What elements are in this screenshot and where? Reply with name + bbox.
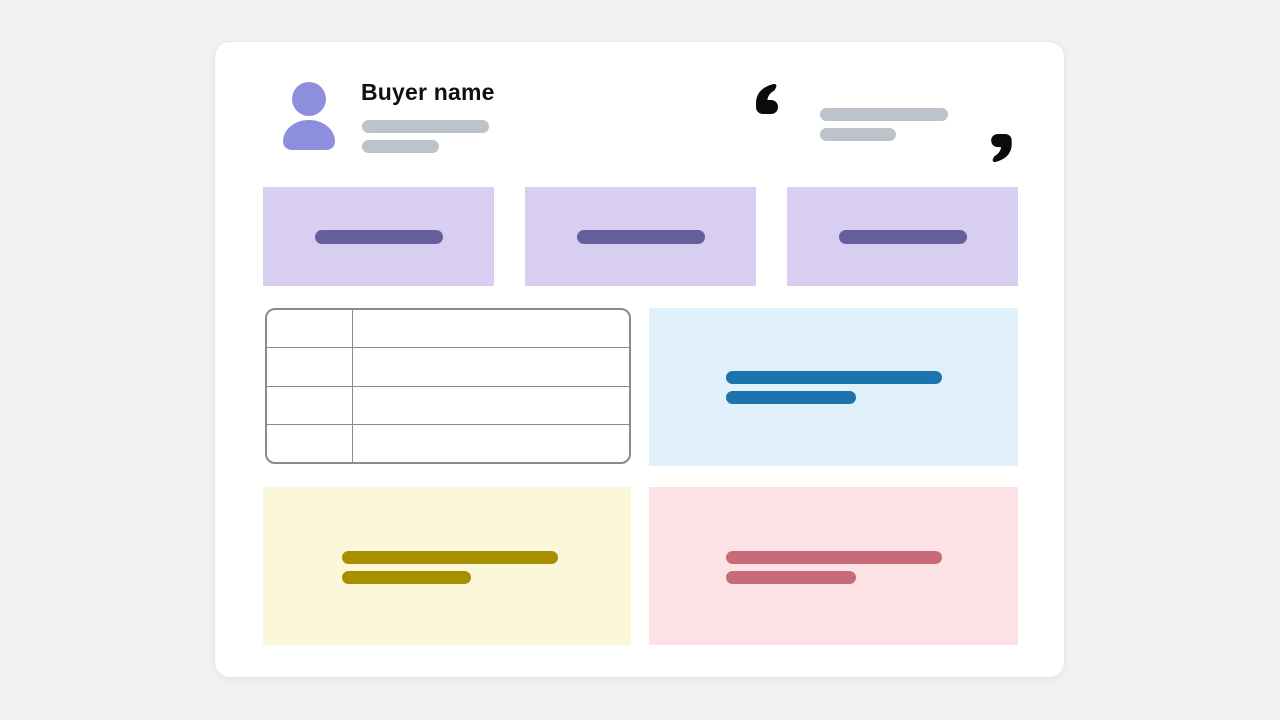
table-cell-value[interactable] [353,387,629,424]
persona-card: Buyer name [214,41,1065,678]
blue-info-card[interactable] [649,308,1018,466]
placeholder-bar [726,391,856,404]
attribute-card-1[interactable] [263,187,494,286]
placeholder-bar [342,551,558,564]
pink-info-card[interactable] [649,487,1018,645]
person-icon [283,82,335,150]
buyer-name-heading[interactable]: Buyer name [361,79,495,105]
yellow-info-card[interactable] [263,487,631,645]
open-quote-icon [754,83,782,114]
table-row [267,347,629,386]
table-row [267,423,629,462]
details-table [265,308,631,464]
close-quote-icon [989,134,1012,163]
table-row [267,310,629,348]
table-cell-value[interactable] [353,310,629,347]
placeholder-bar [726,551,942,564]
table-cell-label[interactable] [267,310,353,348]
placeholder-bar [820,108,948,121]
placeholder-bar [726,571,856,584]
attribute-card-2[interactable] [525,187,756,286]
table-cell-value[interactable] [353,348,629,385]
placeholder-bar [362,120,489,133]
placeholder-bar [820,128,896,141]
placeholder-bar [726,371,942,384]
placeholder-bar [342,571,471,584]
info-placeholder-bars [342,551,558,584]
table-cell-value[interactable] [353,425,629,462]
placeholder-bar [362,140,439,153]
placeholder-bar [314,229,443,244]
attribute-card-3[interactable] [787,187,1018,286]
table-row [267,385,629,424]
info-placeholder-bars [726,551,942,584]
table-cell-label[interactable] [267,424,353,462]
table-cell-label[interactable] [267,348,353,386]
avatar[interactable] [283,82,335,150]
info-placeholder-bars [726,371,942,404]
quote-placeholder-bars [820,108,948,141]
name-placeholder-bars [362,120,489,153]
placeholder-bar [576,229,705,244]
placeholder-bar [838,229,967,244]
table-cell-label[interactable] [267,386,353,424]
